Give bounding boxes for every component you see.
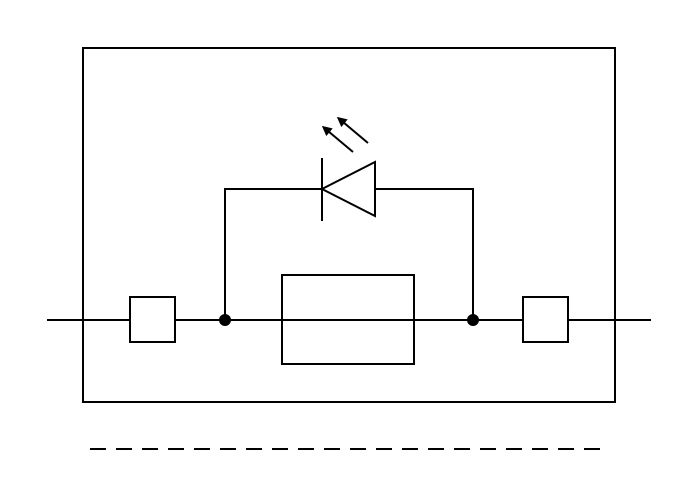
led-triangle [319, 160, 376, 218]
enclosure-outline [82, 47, 616, 403]
terminal-right [522, 296, 569, 343]
led-emission-arrow-right [336, 116, 369, 144]
terminal-left [129, 296, 176, 343]
fuse-body [281, 274, 415, 365]
led-emission-arrow-left [321, 125, 354, 153]
led-branch-wire [224, 188, 474, 320]
junction-right [467, 314, 479, 326]
junction-left [219, 314, 231, 326]
